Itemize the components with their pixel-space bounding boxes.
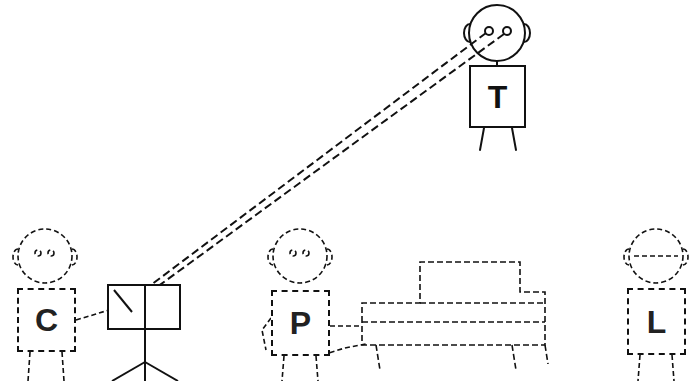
figure-body: T (469, 65, 526, 128)
ear (13, 249, 18, 265)
leg (316, 356, 318, 381)
head (18, 229, 72, 283)
figure-t (464, 5, 530, 150)
figure-letter: L (647, 306, 667, 338)
eye (503, 27, 511, 35)
leg (282, 356, 284, 381)
piano (362, 262, 548, 370)
ear (683, 249, 688, 265)
eye (290, 250, 296, 256)
ear (72, 249, 77, 265)
eye (48, 250, 54, 256)
figure-letter: T (488, 81, 508, 113)
ear (268, 249, 273, 265)
ear (624, 249, 629, 265)
stand-fold (144, 285, 146, 329)
stand-mark (114, 290, 132, 312)
head (629, 229, 683, 283)
stand-desk (108, 285, 180, 329)
sight-line (131, 34, 504, 306)
piano-leg (512, 345, 516, 370)
stand-leg (112, 362, 145, 381)
arm (330, 325, 362, 327)
eye (303, 250, 309, 256)
figure-body: P (271, 290, 330, 356)
stand-leg (144, 362, 146, 381)
figure-p (262, 229, 366, 381)
music-stand (108, 285, 180, 381)
leg (480, 128, 484, 150)
sight-lines (127, 33, 504, 306)
piano-leg (545, 345, 548, 364)
leg (512, 128, 516, 150)
piano-keyboard (362, 321, 545, 323)
ear (524, 24, 530, 42)
arm (262, 318, 271, 350)
leg (28, 352, 30, 381)
ear (327, 249, 332, 265)
head (469, 5, 525, 61)
figure-c (13, 229, 122, 381)
leg (672, 355, 674, 381)
figure-l (624, 229, 688, 381)
piano-leg (376, 345, 380, 370)
head (273, 229, 327, 283)
ear (464, 24, 470, 42)
figure-letter: C (35, 304, 58, 336)
stand-pole (144, 329, 146, 362)
leg (638, 355, 640, 381)
figure-body: C (17, 288, 76, 352)
leg (62, 352, 64, 381)
eye (35, 250, 41, 256)
figure-letter: P (290, 307, 311, 339)
piano-body (362, 262, 545, 345)
figure-body: L (627, 288, 686, 355)
stand-leg (145, 362, 178, 381)
piano-lid (420, 302, 545, 304)
closed-eyes (634, 255, 678, 257)
